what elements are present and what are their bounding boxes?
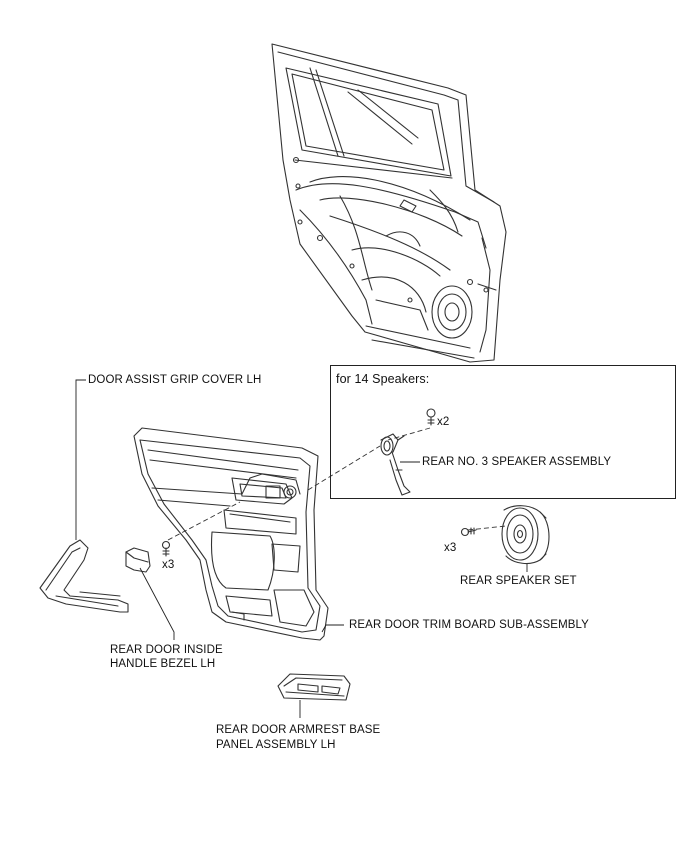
armrest-base-panel: [277, 673, 351, 701]
leader-bezel: [139, 567, 175, 640]
label-rear-door-trim-board: REAR DOOR TRIM BOARD SUB-ASSEMBLY: [349, 619, 589, 631]
label-qty-x3-trim: x3: [162, 559, 175, 571]
label-qty-x3-speaker: x3: [444, 542, 457, 554]
rear-door-trim-board: [133, 427, 329, 641]
screw-x3-trim-icon: [161, 540, 171, 557]
label-inside-handle-bezel-2: HANDLE BEZEL LH: [110, 658, 216, 670]
label-rear-no3-speaker: REAR NO. 3 SPEAKER ASSEMBLY: [422, 456, 612, 468]
label-qty-x2: x2: [437, 416, 450, 428]
screw-dash-line: [387, 427, 431, 441]
label-rear-speaker-set: REAR SPEAKER SET: [460, 575, 577, 587]
label-armrest-base-1: REAR DOOR ARMREST BASE: [216, 724, 381, 736]
label-door-assist-grip-cover: DOOR ASSIST GRIP COVER LH: [88, 374, 262, 386]
label-box-title: for 14 Speakers:: [336, 372, 430, 386]
speaker-14-box: [330, 365, 676, 499]
inside-handle-bezel: [125, 547, 151, 573]
label-inside-handle-bezel-1: REAR DOOR INSIDE: [110, 644, 223, 656]
speaker-dash-line: [307, 445, 381, 491]
speaker-screw-dash-line: [467, 525, 507, 531]
rear-door-frame: [271, 43, 507, 363]
door-assist-grip-cover: [39, 539, 129, 613]
rear-speaker-set: [501, 505, 550, 565]
leader-trim: [321, 624, 344, 633]
trim-screw-dash-line: [167, 501, 241, 541]
label-armrest-base-2: PANEL ASSEMBLY LH: [216, 739, 336, 751]
rear-no3-speaker-assembly: [380, 433, 411, 496]
screw-x3-speaker-icon: [460, 527, 477, 537]
leader-grip-cover: [75, 379, 86, 540]
screw-x2-icon: [426, 408, 436, 426]
